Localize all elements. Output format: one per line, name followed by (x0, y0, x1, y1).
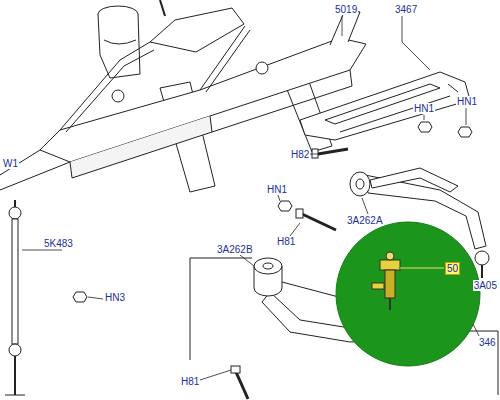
stabilizer-link (14, 356, 16, 395)
fastener (231, 366, 240, 373)
callout-number: 3A262A (346, 215, 384, 226)
callout-number: H82 (290, 149, 310, 160)
subframe (104, 40, 136, 44)
leader-line (402, 16, 430, 70)
callout-number: W1 (2, 158, 19, 169)
upper-arm (350, 172, 370, 196)
upper-arm (356, 179, 364, 189)
callout-number: 3A262B (216, 244, 254, 255)
subframe (330, 10, 360, 45)
leader-line (290, 223, 300, 236)
subframe (200, 26, 245, 90)
callout-number: H81 (180, 376, 200, 387)
callout-number: 5K483 (43, 238, 74, 249)
leader-line (88, 297, 103, 299)
leader-line (362, 198, 368, 214)
subframe (66, 50, 154, 132)
callout-number: H81 (276, 236, 296, 247)
leader-line (200, 370, 231, 380)
stabilizer-link (9, 207, 21, 219)
ball-joint (372, 252, 444, 310)
bracket-line (498, 331, 499, 395)
upper-arm (370, 168, 458, 192)
fastener (418, 122, 432, 132)
ball-joint (386, 252, 394, 260)
skid-plate (300, 72, 470, 140)
stabilizer-link (9, 344, 21, 356)
fastener (73, 292, 87, 302)
leader-line (240, 255, 254, 266)
lower-arm (254, 258, 282, 274)
callout-number: HN3 (104, 292, 126, 303)
callout-number: 50 (445, 262, 460, 275)
leader-line (22, 16, 479, 380)
leader-line (278, 195, 280, 201)
callout-number: 3A05 (473, 280, 498, 291)
subframe (98, 14, 140, 78)
fastener (278, 201, 292, 211)
callout-number: HN1 (413, 103, 435, 114)
stabilizer-link (5, 395, 25, 396)
fastener (458, 127, 472, 137)
fastener (302, 214, 336, 230)
subframe (40, 38, 366, 162)
leader-line (424, 115, 425, 120)
ball-joint (372, 283, 384, 289)
ball-joint (389, 298, 391, 310)
upper-arm (481, 265, 483, 278)
callout-number: 346 (478, 337, 497, 348)
leader-line (342, 16, 343, 36)
subframe (256, 62, 268, 74)
callout-number: HN1 (266, 184, 288, 195)
fastener (312, 149, 318, 158)
callout-number: 3467 (394, 4, 418, 15)
upper-arm (475, 251, 489, 265)
fastener (318, 149, 348, 154)
stabilizer-link (12, 219, 18, 344)
ball-joint (385, 270, 395, 298)
highlight-circle (336, 222, 480, 366)
callout-number: 5019 (334, 4, 358, 15)
leader-line (466, 108, 467, 125)
fastener (296, 209, 303, 218)
callout-number: HN1 (456, 96, 478, 107)
subframe (0, 0, 366, 192)
subframe (0, 150, 40, 175)
skid-plate (300, 72, 470, 140)
subframe (206, 30, 250, 92)
highlight-circle (336, 222, 480, 366)
bracket-line (190, 258, 252, 259)
leader-line (310, 154, 318, 155)
subframe (112, 90, 124, 102)
subframe (70, 116, 212, 178)
skid-plate (448, 84, 458, 92)
subframe (60, 42, 150, 130)
stabilizer-link (14, 200, 16, 207)
ball-joint (400, 268, 444, 269)
stabilizer-link (5, 200, 25, 395)
subframe (160, 0, 165, 16)
leader-line (22, 250, 62, 251)
skid-plate (340, 96, 450, 132)
ball-joint (380, 260, 400, 270)
lower-arm (263, 263, 273, 269)
fastener (236, 372, 248, 399)
bracket-line (190, 258, 191, 360)
